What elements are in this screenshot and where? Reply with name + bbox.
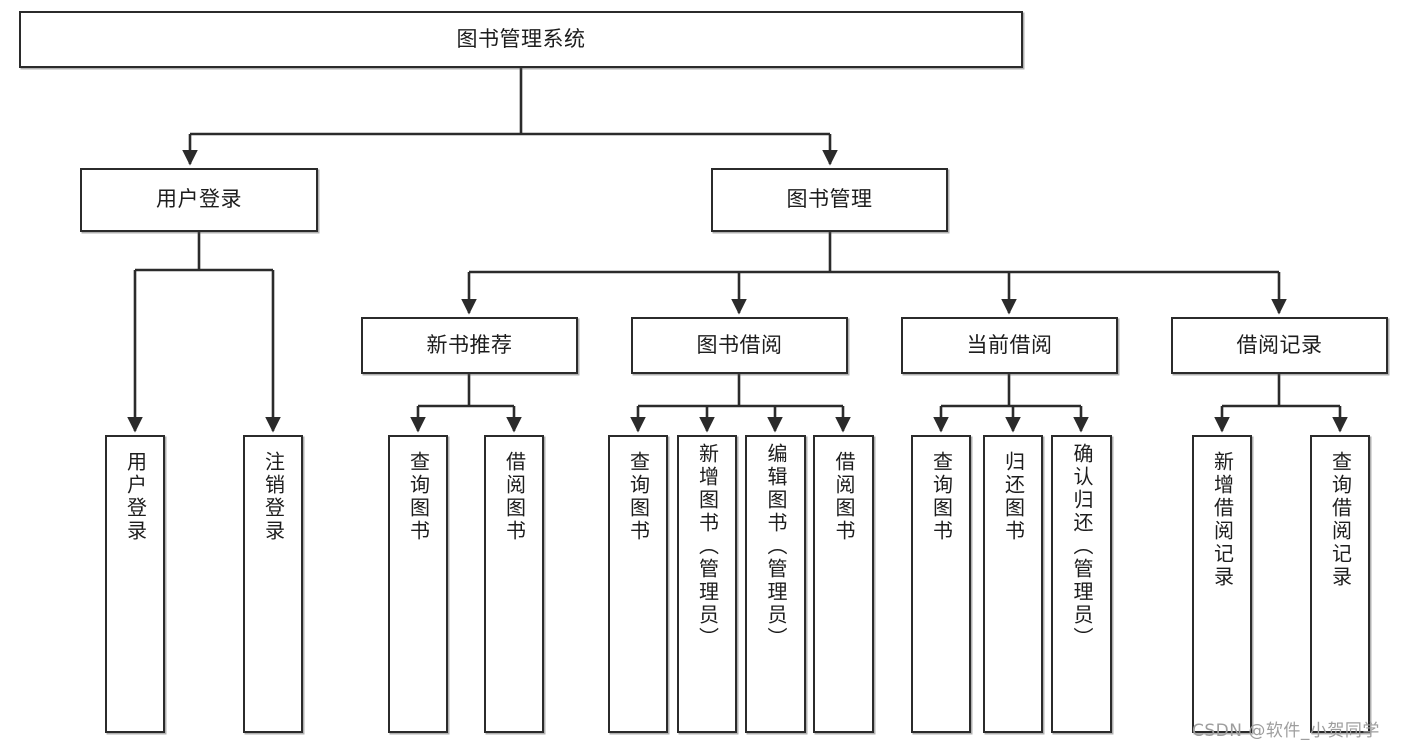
node-leaf-user-login[interactable]: 用户登录 (105, 435, 165, 733)
node-book-management-label: 图书管理 (786, 187, 873, 212)
node-leaf-return-book[interactable]: 归还图书 (983, 435, 1043, 733)
node-leaf-user-login-label: 用户登录 (123, 451, 148, 543)
node-leaf-user-logout-label: 注销登录 (261, 451, 286, 543)
node-current-borrow[interactable]: 当前借阅 (901, 317, 1118, 374)
node-leaf-borrow-book-rec-label: 借阅图书 (502, 451, 527, 543)
node-leaf-borrow-book[interactable]: 借阅图书 (813, 435, 874, 733)
node-leaf-confirm-return-admin[interactable]: 确认归还（管理员） (1051, 435, 1112, 733)
node-book-borrow[interactable]: 图书借阅 (631, 317, 848, 374)
node-leaf-query-borrow-record-label: 查询借阅记录 (1328, 451, 1353, 589)
node-borrow-record-label: 借阅记录 (1236, 332, 1323, 357)
node-leaf-query-borrow-record[interactable]: 查询借阅记录 (1310, 435, 1370, 733)
node-leaf-edit-book-admin[interactable]: 编辑图书（管理员） (745, 435, 806, 733)
node-leaf-borrow-book-label: 借阅图书 (832, 451, 856, 543)
node-leaf-query-book-borrow-label: 查询图书 (626, 451, 651, 543)
node-leaf-query-book-cur-label: 查询图书 (929, 451, 954, 543)
node-leaf-query-book-rec-label: 查询图书 (406, 451, 431, 543)
node-root[interactable]: 图书管理系统 (19, 11, 1023, 68)
node-leaf-user-logout[interactable]: 注销登录 (243, 435, 303, 733)
node-user-login-label: 用户登录 (156, 187, 242, 212)
node-new-book-recommend-label: 新书推荐 (426, 332, 513, 357)
node-root-label: 图书管理系统 (456, 26, 586, 51)
node-leaf-add-borrow-record[interactable]: 新增借阅记录 (1192, 435, 1252, 733)
node-leaf-return-book-label: 归还图书 (1001, 451, 1026, 543)
node-leaf-add-book-admin[interactable]: 新增图书（管理员） (677, 435, 737, 733)
csdn-watermark: CSDN @软件_小贺同学 (1192, 721, 1380, 741)
node-leaf-query-book-borrow[interactable]: 查询图书 (608, 435, 668, 733)
node-new-book-recommend[interactable]: 新书推荐 (361, 317, 578, 374)
node-leaf-borrow-book-rec[interactable]: 借阅图书 (484, 435, 544, 733)
node-leaf-confirm-return-admin-label: 确认归还（管理员） (1070, 443, 1094, 650)
node-leaf-query-book-cur[interactable]: 查询图书 (911, 435, 971, 733)
node-user-login[interactable]: 用户登录 (80, 168, 318, 232)
node-book-borrow-label: 图书借阅 (696, 332, 783, 357)
node-leaf-add-book-admin-label: 新增图书（管理员） (695, 443, 720, 650)
node-borrow-record[interactable]: 借阅记录 (1171, 317, 1388, 374)
node-leaf-add-borrow-record-label: 新增借阅记录 (1210, 451, 1235, 589)
node-book-management[interactable]: 图书管理 (711, 168, 948, 232)
node-current-borrow-label: 当前借阅 (966, 332, 1053, 357)
node-leaf-query-book-rec[interactable]: 查询图书 (388, 435, 448, 733)
node-leaf-edit-book-admin-label: 编辑图书（管理员） (764, 443, 788, 650)
